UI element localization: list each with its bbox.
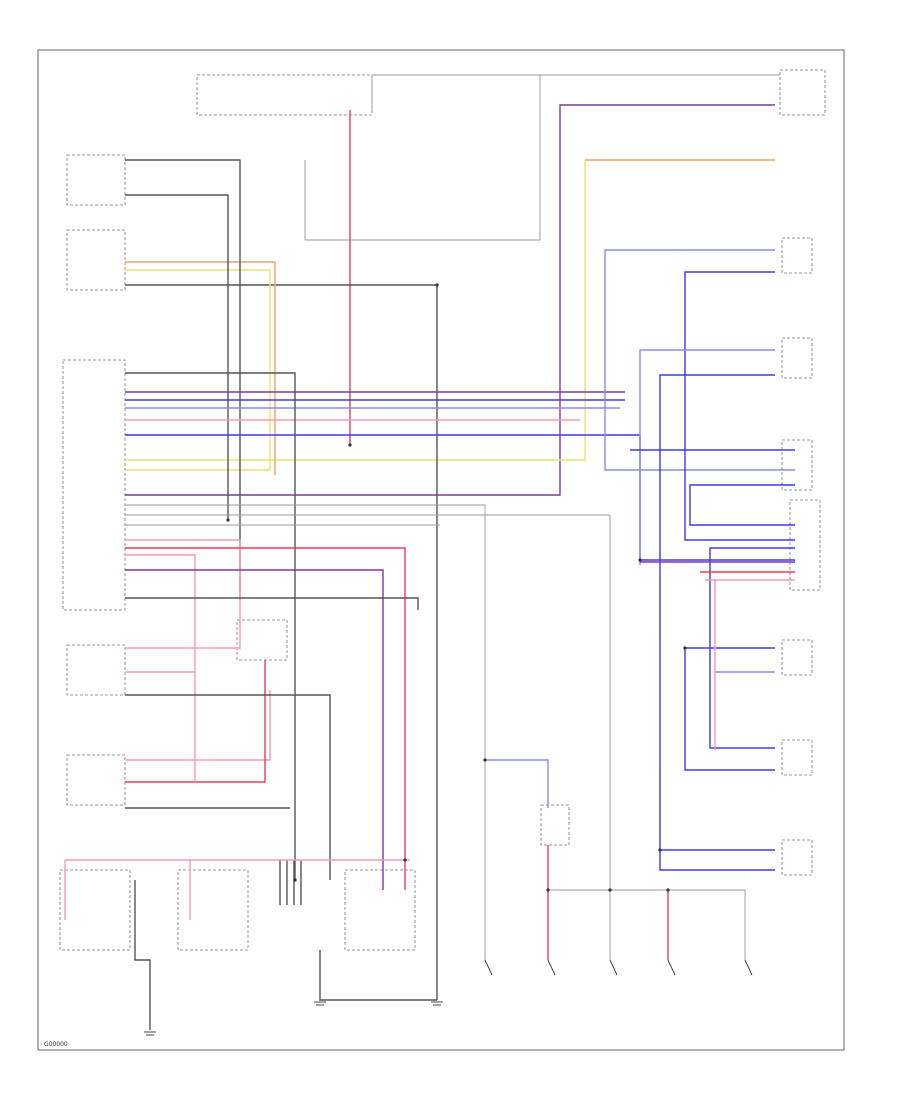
wire-yellow-key <box>125 269 271 471</box>
wire-gnd-center <box>319 950 437 1001</box>
wire-purple-hood <box>125 104 775 496</box>
rear-right-actuator <box>781 639 813 676</box>
key-module <box>66 229 126 291</box>
wire-junction-nodes <box>226 283 687 892</box>
trunk-switch-box <box>781 237 813 274</box>
rear-left-actuator <box>781 739 813 776</box>
wire-black-ign <box>125 194 229 520</box>
wire-black-gnd-1 <box>125 694 331 880</box>
wire-lblue-warn <box>485 759 549 808</box>
wire-gnd-drv <box>134 880 151 1030</box>
driver-door-actuator <box>781 337 813 379</box>
wire-pink-relay <box>125 690 271 761</box>
wire-blue-rl <box>709 547 795 749</box>
wire-black-ign2 <box>125 159 241 600</box>
body-control-module <box>62 359 126 611</box>
wire-red-bcm <box>125 547 406 890</box>
driver-door-switch <box>59 869 131 951</box>
wire-gray-bcm-a <box>125 504 486 960</box>
wire-pink-bcm-b <box>125 554 196 673</box>
hood-switch <box>779 69 826 116</box>
ground-symbols <box>144 1001 443 1036</box>
wire-blue-rr <box>684 647 775 771</box>
wire-purple-bcm <box>125 569 384 890</box>
warning-module <box>540 804 570 846</box>
rear-actuator-3 <box>781 839 813 876</box>
wire-bcm-black-1 <box>125 372 296 880</box>
diagram-frame <box>37 49 845 1051</box>
wire-blue-pass-b <box>689 484 795 526</box>
relay-box <box>236 619 288 661</box>
ignition-switch <box>66 154 126 206</box>
wire-yellow <box>125 160 586 461</box>
wire-blue-trunk <box>684 271 795 541</box>
wire-blue-driver <box>659 374 775 871</box>
junction-connector <box>789 499 821 591</box>
passenger-door-actuator <box>781 439 813 491</box>
wire-black-bcm <box>125 597 419 610</box>
wire-lblue-driver <box>639 349 775 565</box>
fuse-box <box>196 74 373 116</box>
passenger-lock-switch <box>66 754 126 806</box>
wire-gray-top <box>304 74 541 241</box>
wire-red-relay <box>125 660 266 783</box>
wire-bcm-blue-2 <box>125 434 795 561</box>
wire-lblue-trunk <box>604 249 795 471</box>
driver-lock-switch <box>66 644 126 696</box>
driver-key-switch <box>344 869 416 951</box>
passenger-door-switch <box>177 869 249 951</box>
bottom-door-switches <box>484 959 753 976</box>
wire-pink-bcm-a <box>125 539 241 649</box>
wire-orange-key <box>125 261 276 475</box>
diagram-code: G00000 <box>44 1041 68 1048</box>
wire-gray-bcm-b <box>125 514 611 890</box>
